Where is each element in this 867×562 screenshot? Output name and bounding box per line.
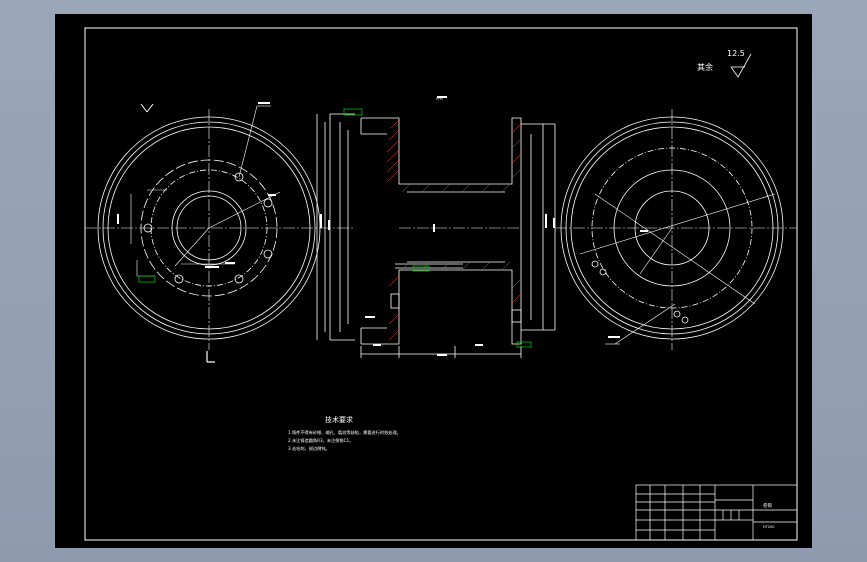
left-dim-box bbox=[138, 275, 156, 283]
section-hatching bbox=[386, 119, 522, 341]
section-view-label: A-A bbox=[436, 96, 443, 101]
notes-line-1: 1.铸件不得有砂眼、缩孔、裂纹等缺陷，需要进行时效处理。 bbox=[288, 429, 401, 436]
title-block bbox=[635, 484, 798, 541]
notes-line-3: 3.去毛刺，锐边倒钝。 bbox=[288, 445, 330, 452]
part-name: 卷筒 bbox=[763, 502, 772, 509]
notes-line-2: 2.未注铸造圆角R3，未注倒角C1。 bbox=[288, 437, 353, 444]
section-view bbox=[316, 113, 556, 358]
left-end-view bbox=[85, 103, 355, 363]
drawing-sheet: 其余 12.5 A-A 技术要求 1.铸件不得有砂眼、缩孔、裂纹等缺陷，需要进行… bbox=[55, 14, 812, 548]
roughness-label: 其余 bbox=[697, 62, 713, 72]
sheet-border bbox=[84, 27, 798, 541]
roughness-symbol: 其余 12.5 bbox=[697, 49, 752, 78]
section-small-labels bbox=[320, 96, 555, 356]
drawing-canvas: 其余 12.5 A-A 技术要求 1.铸件不得有砂眼、缩孔、裂纹等缺陷，需要进行… bbox=[84, 27, 798, 541]
technical-notes: 技术要求 1.铸件不得有砂眼、缩孔、裂纹等缺陷，需要进行时效处理。 2.未注铸造… bbox=[288, 415, 401, 452]
left-small-labels bbox=[117, 102, 276, 268]
title-block-text: 卷筒 HT200 bbox=[763, 502, 774, 529]
section-dim-boxes bbox=[343, 108, 532, 348]
right-small-labels bbox=[608, 230, 648, 338]
material: HT200 bbox=[763, 525, 774, 529]
roughness-value: 12.5 bbox=[727, 49, 745, 58]
notes-title: 技术要求 bbox=[325, 415, 353, 424]
right-end-view bbox=[555, 109, 797, 350]
